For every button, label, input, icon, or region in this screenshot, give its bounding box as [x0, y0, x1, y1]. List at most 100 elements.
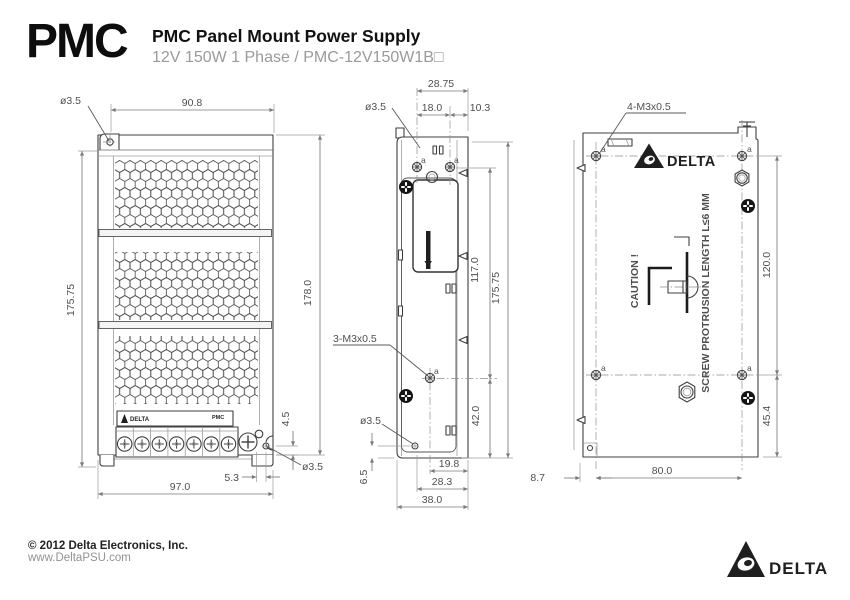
hole-mark: a	[434, 366, 439, 376]
terminal-screw	[220, 436, 237, 452]
header: PMC Panel Mount Power Supply 12V 150W 1 …	[152, 26, 444, 67]
vent-grid-bottom	[115, 336, 258, 404]
footer: © 2012 Delta Electronics, Inc. www.Delta…	[28, 540, 188, 564]
svg-text:42.0: 42.0	[470, 406, 482, 427]
dim-side-width-inner: 19.8	[430, 458, 469, 510]
back-screw-hole-a2	[736, 150, 748, 162]
svg-text:5.3: 5.3	[224, 472, 239, 484]
dim-front-width-bottom: 97.0	[97, 460, 274, 499]
back-body-outline	[582, 126, 759, 458]
svg-text:4-M3x0.5: 4-M3x0.5	[627, 101, 671, 113]
svg-text:97.0: 97.0	[170, 481, 191, 493]
edge-arrow-icon	[576, 163, 586, 173]
dim-front-hole-top: ø3.5	[60, 95, 110, 142]
pmc-logo: PMC	[26, 15, 129, 68]
svg-text:117.0: 117.0	[469, 257, 481, 283]
dim-side-hole-bottom: ø3.5	[360, 415, 414, 445]
back-corner-hole	[586, 444, 594, 452]
dim-side-screw-spec: 3-M3x0.5	[333, 333, 429, 377]
page-subtitle: 12V 150W 1 Phase / PMC-12V150W1B□	[152, 49, 444, 66]
hole-mark: a	[601, 144, 606, 154]
terminal-screw	[168, 436, 185, 452]
front-foot-left	[99, 455, 115, 467]
dim-side-bottom-edge: 6.5	[358, 433, 410, 484]
svg-text:19.8: 19.8	[439, 458, 460, 470]
svg-text:28.75: 28.75	[428, 78, 454, 90]
warning-fineprint	[426, 231, 431, 269]
hole-mark: a	[747, 363, 752, 373]
dim-front-height-left: 175.75	[65, 150, 97, 468]
svg-text:6.5: 6.5	[358, 470, 370, 485]
dim-side-hole-pitch-top: 18.0	[417, 102, 450, 118]
terminal-block	[115, 426, 239, 458]
svg-text:80.0: 80.0	[652, 465, 673, 477]
dim-front-foot-offset: 5.3	[224, 452, 280, 484]
phillips-screw	[740, 198, 756, 214]
svg-text:3-M3x0.5: 3-M3x0.5	[333, 333, 377, 345]
svg-text:28.3: 28.3	[432, 476, 453, 488]
delta-mini-logo-icon	[121, 414, 128, 423]
vent-grid-top	[115, 160, 258, 228]
svg-text:4.5: 4.5	[280, 412, 292, 427]
caution-text: CAUTION !	[629, 254, 641, 308]
dim-side-height-total: 175.75	[462, 141, 513, 459]
delta-triangle-icon	[634, 143, 664, 168]
page-title: PMC Panel Mount Power Supply	[152, 26, 421, 46]
svg-text:175.75: 175.75	[65, 284, 77, 316]
back-screw-hole-a3	[590, 369, 602, 381]
chassis-rib-2	[98, 321, 272, 329]
svg-text:120.0: 120.0	[761, 252, 773, 278]
dim-side-depth-total-top: 28.75	[417, 78, 469, 131]
dim-back-screw-spec: 4-M3x0.5	[598, 101, 686, 155]
hole-mark: a	[747, 144, 752, 154]
dim-front-height-right: 178.0	[276, 134, 325, 456]
phillips-screw	[398, 179, 414, 195]
back-screw-hole-a4	[736, 369, 748, 381]
chassis-rib-1	[98, 229, 272, 237]
dim-side-edge-offset-top: 10.3	[450, 102, 490, 118]
back-slot	[607, 138, 633, 147]
terminal-screw	[116, 436, 133, 452]
svg-text:8.7: 8.7	[530, 472, 545, 484]
terminal-screw	[151, 436, 168, 452]
vent-grid-middle	[115, 252, 258, 320]
dim-front-terminal-height: 4.5	[276, 412, 298, 470]
delta-footer-logo: DELTA	[727, 541, 828, 578]
dim-back-left-offset: 8.7	[530, 463, 612, 484]
svg-text:38.0: 38.0	[422, 494, 443, 506]
svg-text:ø3.5: ø3.5	[360, 415, 381, 427]
svg-text:45.4: 45.4	[761, 406, 773, 427]
product-label: DELTA PMC	[116, 410, 234, 427]
dim-side-width-mid: 28.3	[416, 455, 468, 492]
edge-arrow-icon	[576, 415, 586, 425]
svg-text:18.0: 18.0	[422, 102, 443, 114]
terminal-screw	[134, 436, 150, 452]
phillips-screw	[740, 390, 756, 406]
dim-front-hole-bottom: ø3.5	[267, 446, 323, 473]
svg-text:175.75: 175.75	[490, 272, 502, 304]
dim-side-hole-top: ø3.5	[365, 101, 421, 149]
side-view: a a a 28.75 18.0	[333, 78, 513, 510]
delta-footer-logo-text: DELTA	[769, 559, 828, 578]
dim-front-width-top: 90.8	[110, 97, 275, 133]
side-bushing-hole	[425, 170, 439, 184]
hole-mark: a	[421, 155, 426, 165]
protrusion-text: SCREW PROTRUSION LENGTH L≤6 MM	[700, 193, 712, 393]
hole-mark: a	[454, 155, 459, 165]
edge-arrow-icon	[458, 335, 468, 345]
dim-side-bottom-span: 42.0	[470, 379, 493, 458]
dim-side-depth-total: 38.0	[396, 460, 468, 510]
svg-text:178.0: 178.0	[302, 280, 314, 306]
label-brand-text: DELTA	[130, 417, 150, 423]
side-label-panel	[412, 179, 459, 273]
terminal-screw	[203, 436, 219, 452]
hole-mark: a	[601, 363, 606, 373]
phillips-screw	[398, 388, 414, 404]
dim-side-hole-span: 117.0	[456, 167, 496, 379]
delta-panel-logo-text: DELTA	[667, 154, 716, 170]
label-model-text: PMC	[212, 415, 224, 421]
screw-protrusion-diagram	[647, 236, 704, 313]
front-foot-right	[251, 455, 274, 467]
